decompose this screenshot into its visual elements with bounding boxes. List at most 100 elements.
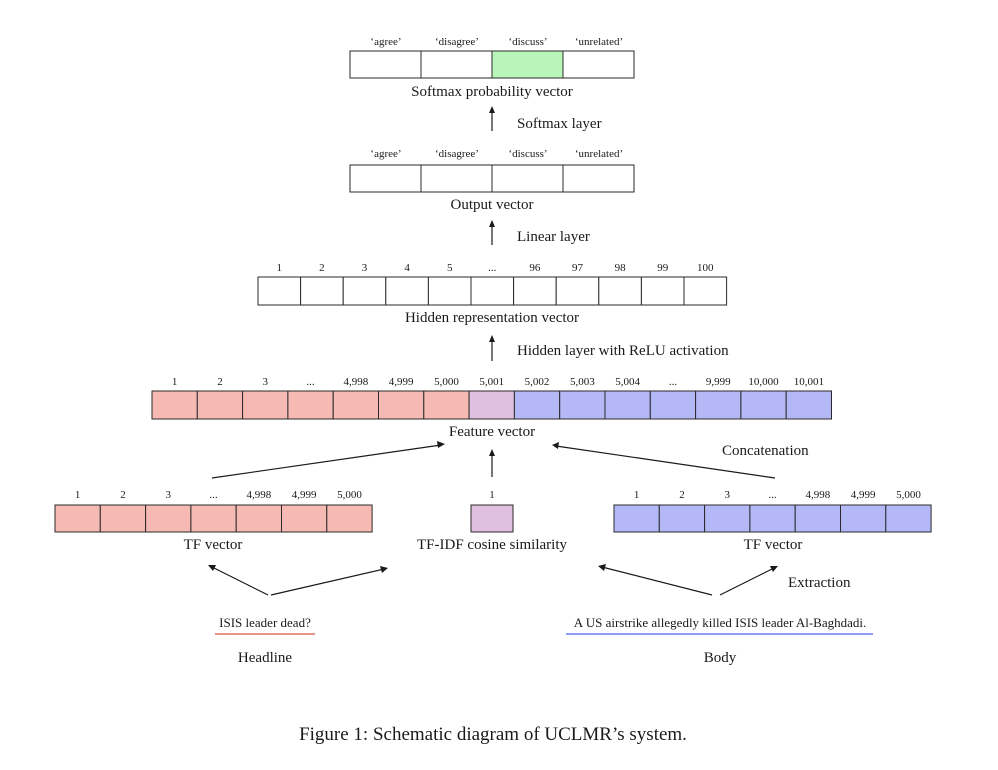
- feature-cell-2: [196, 390, 244, 420]
- output-vector: ‘agree’ ‘disagree’ ‘discuss’ ‘unrelated’…: [349, 148, 635, 213]
- figure-caption: Figure 1: Schematic diagram of UCLMR’s s…: [299, 724, 687, 745]
- tf-left-label-6: 4,999: [292, 489, 317, 501]
- feature-cell-6: [378, 390, 425, 420]
- feature-label-9: 5,002: [525, 376, 550, 388]
- feature-cell-13: [695, 390, 742, 420]
- tf-left-cell-7: [326, 504, 373, 533]
- linear-layer-step: Linear layer: [489, 220, 590, 245]
- tf-vector-left-caption: TF vector: [184, 537, 243, 553]
- extraction-label: Extraction: [788, 575, 851, 591]
- tf-left-cell-6: [281, 504, 328, 533]
- tf-right-cell-7: [885, 504, 932, 533]
- output-cell-agree: [349, 164, 422, 193]
- softmax-label-disagree: ‘disagree’: [435, 36, 479, 48]
- tf-right-cell-5: [794, 504, 842, 533]
- tf-left-label-4: ...: [209, 489, 218, 501]
- hidden-label-9: 98: [615, 262, 627, 274]
- feature-label-7: 5,000: [434, 376, 459, 388]
- feature-cell-1: [151, 390, 198, 420]
- softmax-cell-discuss-highlighted: [491, 50, 564, 79]
- tf-left-cell-4: [190, 504, 237, 533]
- body-text: A US airstrike allegedly killed ISIS lea…: [574, 615, 866, 630]
- tf-left-label-2: 2: [120, 489, 126, 501]
- softmax-label-discuss: ‘discuss’: [508, 36, 547, 48]
- right-concat-arrow-icon: [555, 445, 776, 479]
- extraction-arrows: Extraction: [208, 564, 851, 596]
- hidden-label-4: 4: [404, 262, 410, 274]
- arrowhead-icon: [489, 335, 495, 342]
- output-cell-discuss: [491, 164, 564, 193]
- tf-left-cell-5: [235, 504, 282, 533]
- feature-label-12: ...: [669, 376, 678, 388]
- softmax-label-agree: ‘agree’: [370, 36, 401, 48]
- headline-to-cosine-arrow-icon: [270, 568, 385, 596]
- feature-label-1: 1: [172, 376, 178, 388]
- tf-left-cell-2: [99, 504, 147, 533]
- headline-text: ISIS leader dead?: [219, 615, 311, 630]
- arrowhead-icon: [437, 441, 445, 448]
- tf-left-cell-1: [54, 504, 101, 533]
- feature-label-4: ...: [306, 376, 315, 388]
- feature-cell-8: [468, 390, 515, 420]
- tf-right-cell-3: [704, 504, 751, 533]
- feature-label-10: 5,003: [570, 376, 595, 388]
- tf-right-label-5: 4,998: [805, 489, 830, 501]
- feature-label-5: 4,998: [343, 376, 368, 388]
- output-label-discuss: ‘discuss’: [508, 148, 547, 160]
- hidden-cell-8: [555, 276, 600, 306]
- feature-label-11: 5,004: [615, 376, 640, 388]
- feature-cell-7: [423, 390, 470, 420]
- hidden-vector-caption: Hidden representation vector: [405, 310, 579, 326]
- feature-cell-11: [604, 390, 651, 420]
- hidden-label-10: 99: [657, 262, 669, 274]
- hidden-cell-4: [385, 276, 429, 306]
- cosine-caption: TF-IDF cosine similarity: [417, 537, 567, 553]
- feature-label-8: 5,001: [479, 376, 504, 388]
- feature-label-2: 2: [217, 376, 223, 388]
- softmax-layer-label: Softmax layer: [517, 116, 602, 132]
- hidden-cell-3: [342, 276, 387, 306]
- linear-layer-label: Linear layer: [517, 229, 590, 245]
- output-vector-caption: Output vector: [451, 197, 534, 213]
- arrowhead-icon: [598, 564, 606, 571]
- body-input: A US airstrike allegedly killed ISIS lea…: [566, 615, 873, 666]
- hidden-label-6: ...: [488, 262, 497, 274]
- hidden-label-11: 100: [697, 262, 714, 274]
- hidden-label-5: 5: [447, 262, 453, 274]
- feature-label-15: 10,001: [794, 376, 824, 388]
- cosine-cell: [470, 504, 514, 533]
- softmax-cell-unrelated: [562, 50, 635, 79]
- feature-label-14: 10,000: [748, 376, 779, 388]
- tf-vector-right-caption: TF vector: [744, 537, 803, 553]
- hidden-label-8: 97: [572, 262, 584, 274]
- hidden-cell-7: [513, 276, 557, 306]
- tf-right-label-6: 4,999: [851, 489, 876, 501]
- feature-cell-9: [513, 390, 561, 420]
- tf-right-label-2: 2: [679, 489, 685, 501]
- concatenation-arrows: Concatenation: [211, 441, 809, 479]
- hidden-cell-2: [300, 276, 344, 306]
- output-label-unrelated: ‘unrelated’: [575, 148, 623, 160]
- feature-cell-5: [332, 390, 380, 420]
- output-cell-unrelated: [562, 164, 635, 193]
- feature-label-3: 3: [263, 376, 269, 388]
- headline-to-tf-arrow-icon: [211, 566, 269, 596]
- feature-cell-14: [740, 390, 787, 420]
- tf-left-label-7: 5,000: [337, 489, 362, 501]
- hidden-label-7: 96: [529, 262, 541, 274]
- arrowhead-icon: [552, 442, 559, 449]
- tf-left-label-1: 1: [75, 489, 81, 501]
- softmax-layer-step: Softmax layer: [489, 106, 602, 132]
- tf-right-label-7: 5,000: [896, 489, 921, 501]
- tf-right-label-4: ...: [768, 489, 777, 501]
- hidden-label-3: 3: [362, 262, 368, 274]
- hidden-cell-10: [640, 276, 685, 306]
- feature-label-6: 4,999: [389, 376, 414, 388]
- hidden-cell-5: [427, 276, 472, 306]
- headline-input: ISIS leader dead? Headline: [215, 615, 315, 666]
- tf-right-cell-6: [840, 504, 887, 533]
